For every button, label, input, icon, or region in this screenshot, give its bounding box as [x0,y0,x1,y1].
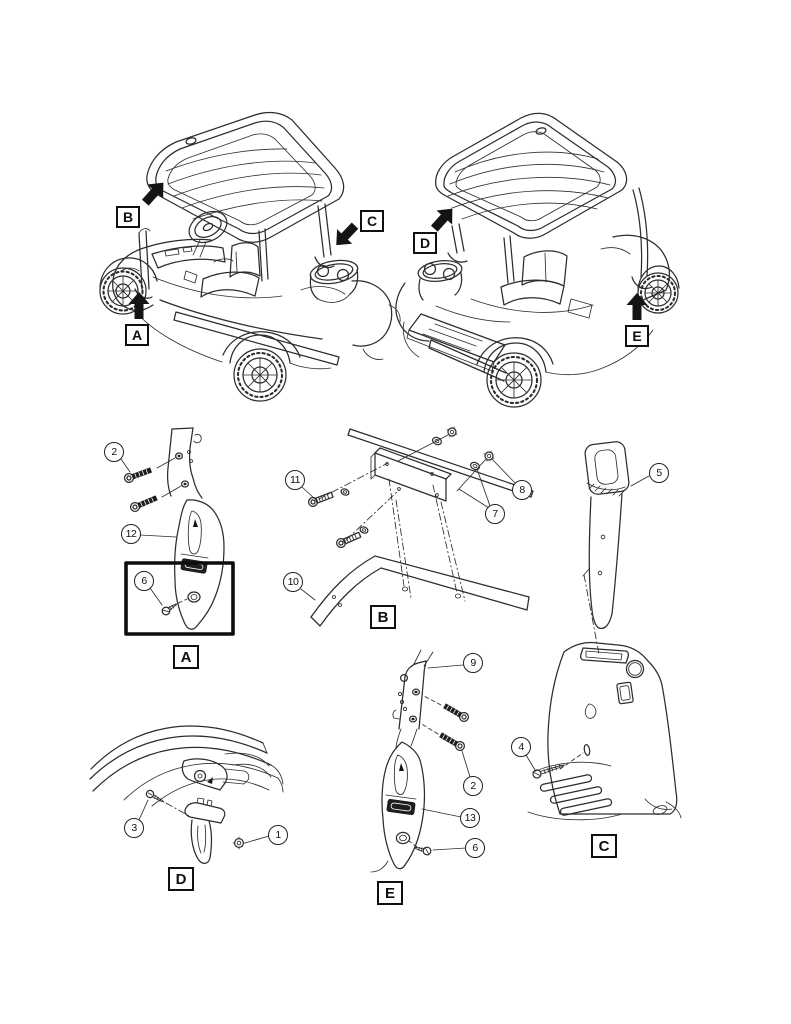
callout-11: 11 [285,470,305,490]
bolt-part-2 [439,732,466,752]
callout-leader-lines [120,458,650,851]
view-label-b-text: B [122,209,134,225]
view-label-b: B [116,206,140,228]
screw-part-3 [145,789,165,803]
section-label-e: E [377,881,403,905]
callout-number: 4 [518,741,524,753]
view-label-d: D [413,232,437,254]
section-label-b: B [370,605,396,629]
nut-part-8 [446,426,458,438]
callout-number: 5 [656,467,662,479]
callout-number: 12 [125,528,137,540]
callout-6-detail-e: 6 [465,838,485,858]
bolt-part-11 [307,491,334,508]
cart-rear-view-drawing [395,112,680,408]
screw-part-4 [532,764,566,779]
callout-number: 2 [111,446,117,458]
callout-12: 12 [121,524,141,544]
section-label-d: D [168,867,194,891]
view-label-c-text: C [366,213,378,229]
block-arrow-up-right-b [141,182,164,206]
block-arrow-up-right-d [430,208,453,232]
block-arrow-up-a [128,292,150,319]
washer-part-7 [359,526,369,534]
callout-5: 5 [649,463,669,483]
section-label-a: A [173,645,199,669]
section-label-a-text: A [180,648,192,666]
callout-number: 13 [464,812,476,824]
view-pointer-arrows [128,182,648,320]
callout-number: 1 [275,829,281,841]
callout-1: 1 [268,825,288,845]
callout-2-detail-a: 2 [104,442,124,462]
screw-part-6 [414,846,432,856]
detail-e-drawing [370,649,470,873]
cart-front-view-drawing [99,111,401,402]
callout-number: 7 [492,508,498,520]
callout-number: 10 [287,576,299,588]
view-label-a: A [125,324,149,346]
view-label-d-text: D [419,235,431,251]
callout-number: 11 [290,474,300,486]
washer-part-7 [340,488,350,496]
callout-number: 6 [472,842,478,854]
nut-part-1 [232,836,246,850]
callout-7: 7 [485,504,505,524]
view-label-e: E [625,325,649,347]
view-label-e-text: E [632,328,642,344]
callout-number: 2 [470,780,476,792]
screw-part-6 [161,603,178,616]
callout-number: 8 [519,484,525,496]
bolt-part-2 [129,495,158,513]
callout-number: 6 [141,575,147,587]
block-arrow-up-e [626,293,648,320]
callout-8: 8 [512,480,532,500]
club-car-badge [386,798,416,816]
callout-6-detail-a: 6 [134,571,154,591]
callout-10: 10 [283,572,303,592]
club-car-badge [180,558,208,574]
section-label-c-text: C [598,837,610,855]
detail-c-drawing [527,441,682,821]
bolt-part-11 [335,531,362,549]
callout-9: 9 [463,653,483,673]
detail-a-drawing [123,427,235,636]
callout-3: 3 [124,818,144,838]
callout-4: 4 [511,737,531,757]
view-label-c: C [360,210,384,232]
view-label-a-text: A [131,327,143,343]
section-label-e-text: E [384,884,395,902]
washer-part-7 [469,461,481,471]
section-label-b-text: B [377,608,389,626]
washer-part-7 [431,436,443,446]
callout-13: 13 [460,808,480,828]
block-arrow-down-left-c [336,222,359,246]
callout-2-detail-e: 2 [463,776,483,796]
section-label-d-text: D [175,870,187,888]
detail-b-drawing [307,426,534,627]
nut-part-8 [483,450,495,462]
callout-number: 9 [470,657,476,669]
bolt-part-2 [123,467,153,484]
callout-number: 3 [131,822,137,834]
highlight-box [124,561,235,636]
detail-d-drawing [89,725,284,864]
section-label-c: C [591,834,617,858]
bolt-part-2 [443,703,470,723]
